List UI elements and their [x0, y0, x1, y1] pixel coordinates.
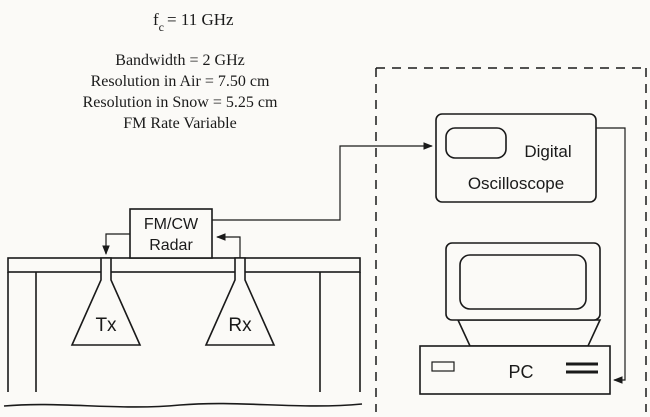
radar-label-line2: Radar — [149, 237, 193, 254]
monitor-stand — [456, 319, 602, 347]
tx-label: Tx — [95, 315, 117, 336]
instrument-enclosure — [375, 67, 647, 412]
oscilloscope-to-pc-arrow — [596, 127, 626, 384]
snow-surface-line — [3, 402, 363, 408]
rx-antenna: Rx — [204, 257, 276, 346]
oscilloscope-screen — [445, 127, 507, 159]
radar-to-tx-arrow — [102, 233, 130, 255]
monitor-screen — [459, 254, 587, 310]
center-frequency-label: fc= 11 GHz — [153, 10, 234, 34]
fm-rate-label: FM Rate Variable — [123, 115, 236, 132]
digital-oscilloscope: Digital Oscilloscope — [435, 113, 597, 203]
support-frame — [7, 257, 361, 392]
personal-computer: PC — [419, 242, 611, 395]
disk-drive-slot-icon — [431, 361, 455, 372]
rx-to-radar-arrow — [216, 233, 241, 258]
resolution-air-label: Resolution in Air = 7.50 cm — [91, 73, 270, 90]
monitor-body — [445, 242, 601, 321]
fmcw-radar-unit: FM/CW Radar — [129, 208, 213, 259]
frame-crossbeam — [7, 257, 361, 273]
oscilloscope-body — [435, 113, 597, 203]
bandwidth-label: Bandwidth = 2 GHz — [115, 52, 244, 69]
specifications-block: fc= 11 GHz Bandwidth = 2 GHz Resolution … — [83, 10, 278, 132]
rx-label: Rx — [228, 315, 252, 336]
rx-horn-shape — [204, 257, 276, 346]
oscilloscope-label-line1: Digital — [524, 142, 571, 161]
computer-case — [419, 345, 611, 395]
resolution-snow-label: Resolution in Snow = 5.25 cm — [83, 94, 278, 111]
radar-label-line1: FM/CW — [144, 216, 199, 233]
oscilloscope-label-line2: Oscilloscope — [468, 174, 564, 193]
tx-antenna: Tx — [70, 257, 142, 346]
radar-to-oscilloscope-arrow — [212, 142, 433, 221]
tx-horn-shape — [70, 257, 142, 346]
pc-label: PC — [508, 362, 533, 382]
